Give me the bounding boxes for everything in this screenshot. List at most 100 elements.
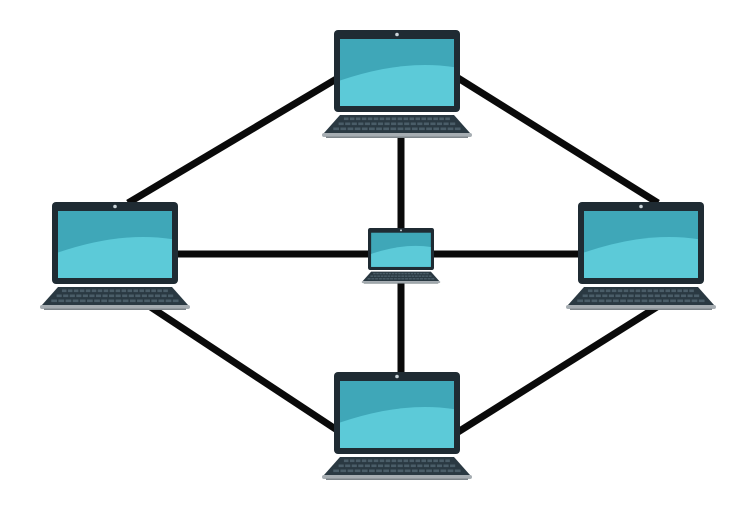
key	[412, 278, 416, 280]
key	[413, 272, 417, 275]
key	[654, 294, 660, 298]
key	[351, 122, 357, 126]
key	[411, 275, 415, 277]
key	[109, 289, 115, 293]
key	[621, 294, 628, 298]
key	[361, 127, 368, 131]
key	[69, 294, 75, 298]
key	[371, 122, 377, 126]
key	[364, 464, 370, 468]
key	[122, 294, 128, 298]
key	[51, 299, 58, 303]
key	[687, 294, 693, 298]
key	[67, 289, 73, 293]
key	[691, 299, 698, 303]
key	[72, 299, 79, 303]
key	[367, 117, 373, 121]
laptop-icon	[40, 202, 190, 310]
key	[145, 289, 150, 293]
key	[582, 294, 588, 298]
laptop-base-shadow	[326, 136, 468, 138]
key	[355, 117, 361, 121]
key	[89, 294, 95, 298]
key	[109, 294, 115, 298]
key	[361, 469, 368, 473]
key	[370, 275, 374, 277]
key	[367, 278, 371, 280]
key	[384, 122, 390, 126]
key	[383, 469, 390, 473]
camera-dot	[395, 32, 399, 37]
key	[158, 299, 165, 303]
key	[397, 469, 404, 473]
key	[358, 122, 364, 126]
key	[373, 117, 379, 121]
key	[648, 294, 654, 298]
key	[421, 117, 427, 121]
key	[589, 294, 595, 298]
key	[364, 122, 370, 126]
key	[655, 299, 662, 303]
key	[634, 299, 641, 303]
key	[377, 464, 384, 468]
key	[115, 289, 121, 293]
key	[409, 459, 415, 463]
key	[385, 459, 391, 463]
laptop-icon	[322, 30, 472, 138]
key	[445, 459, 450, 463]
key	[674, 294, 680, 298]
key	[411, 469, 418, 473]
key	[65, 299, 72, 303]
key	[103, 289, 109, 293]
key	[420, 278, 424, 280]
key	[361, 117, 367, 121]
key	[141, 294, 147, 298]
key	[76, 294, 82, 298]
key	[397, 122, 403, 126]
key	[373, 459, 379, 463]
key	[602, 294, 608, 298]
key	[641, 299, 648, 303]
key	[377, 122, 384, 126]
key	[391, 459, 397, 463]
key	[391, 122, 397, 126]
laptop-base	[322, 475, 472, 479]
key	[431, 278, 435, 280]
key	[405, 278, 409, 280]
key	[427, 117, 432, 121]
key	[599, 289, 605, 293]
link-bottom-left	[144, 301, 342, 435]
key	[382, 272, 385, 275]
key	[415, 459, 421, 463]
key	[397, 464, 403, 468]
key	[379, 459, 385, 463]
key	[436, 122, 443, 126]
key	[347, 469, 354, 473]
key	[677, 299, 684, 303]
key	[384, 464, 390, 468]
key	[613, 299, 619, 303]
key	[598, 299, 605, 303]
key	[439, 117, 444, 121]
key	[670, 299, 676, 303]
key	[82, 294, 88, 298]
laptop-base	[361, 281, 441, 284]
key	[677, 289, 682, 293]
key	[635, 289, 641, 293]
laptop-base-shadow	[44, 308, 186, 310]
key	[380, 275, 384, 277]
key	[384, 275, 387, 277]
key	[115, 299, 122, 303]
key	[401, 272, 404, 275]
laptop-icon	[566, 202, 716, 310]
laptop-base-shadow	[570, 308, 712, 310]
key	[667, 294, 673, 298]
link-bottom-right	[456, 302, 662, 435]
key	[423, 278, 427, 280]
screen-highlight	[584, 236, 698, 278]
key	[382, 278, 386, 280]
key	[410, 122, 416, 126]
key	[115, 294, 121, 298]
key	[373, 272, 376, 275]
